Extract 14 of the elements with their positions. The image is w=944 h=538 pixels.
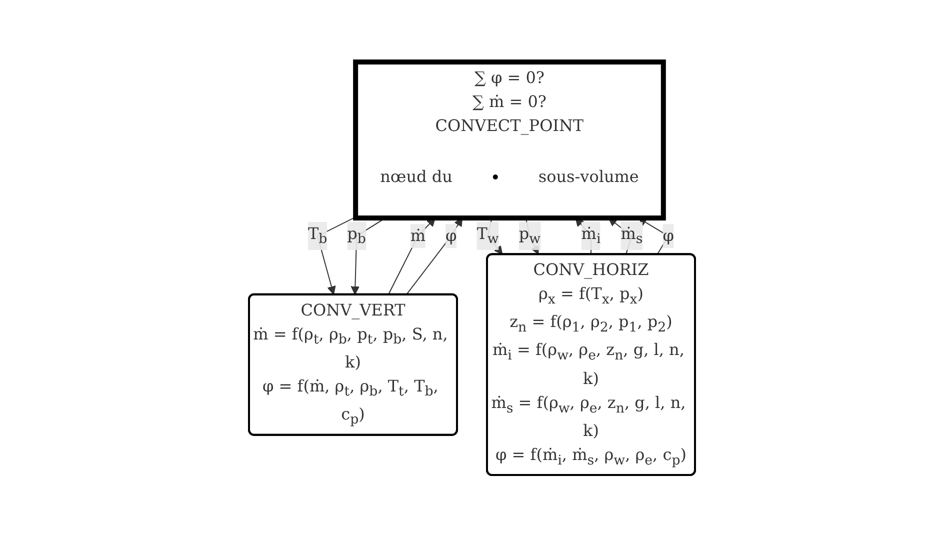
- edge-label: p$_{b}$: [347, 224, 366, 248]
- edge-label: φ: [662, 226, 674, 246]
- edge-label: ṁ$_{i}$: [581, 224, 601, 248]
- node-label: sous-volume: [538, 167, 639, 186]
- edge-label: T$_{w}$: [476, 224, 499, 248]
- edge-label: ṁ: [410, 226, 426, 246]
- arrow: [388, 218, 436, 296]
- edge-label: p$_{w}$: [518, 224, 540, 248]
- edge-label: φ: [446, 226, 457, 246]
- node-circle: [492, 174, 498, 180]
- edge-label: T$_{b}$: [308, 224, 328, 248]
- edge-label: ṁ$_{s}$: [620, 224, 643, 248]
- node-label: nœud du: [380, 167, 452, 186]
- arrow: [406, 218, 462, 296]
